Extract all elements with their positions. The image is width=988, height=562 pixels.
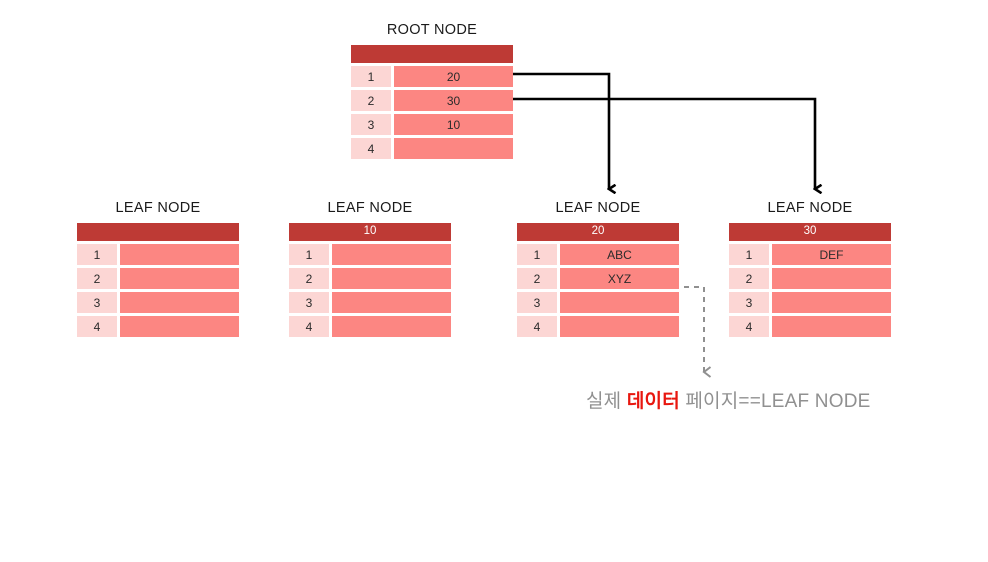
row-value (772, 268, 891, 289)
row-value: ABC (560, 244, 679, 265)
row-value (560, 292, 679, 313)
row-value: XYZ (560, 268, 679, 289)
table-row[interactable]: 2 30 (351, 90, 513, 111)
table-row[interactable]: 1 DEF (729, 244, 891, 265)
row-index: 1 (289, 244, 329, 265)
row-index: 4 (517, 316, 557, 337)
table-row[interactable]: 4 (77, 316, 239, 337)
row-index: 1 (729, 244, 769, 265)
table-row[interactable]: 2 (77, 268, 239, 289)
row-index: 3 (517, 292, 557, 313)
row-value (394, 138, 513, 159)
row-value: 20 (394, 66, 513, 87)
table-row[interactable]: 1 (77, 244, 239, 265)
caption: 실제 데이터 페이지==LEAF NODE (586, 386, 871, 413)
row-index: 1 (517, 244, 557, 265)
leaf-node-2-title: LEAF NODE (327, 200, 413, 216)
row-index: 4 (289, 316, 329, 337)
table-row[interactable]: 3 (77, 292, 239, 313)
table-row[interactable]: 1 (289, 244, 451, 265)
row-value (772, 316, 891, 337)
row-index: 4 (729, 316, 769, 337)
row-value (120, 292, 239, 313)
leaf-node-1: LEAF NODE 1 2 3 4 (77, 200, 239, 337)
caption-prefix: 실제 (586, 391, 627, 412)
row-value (120, 268, 239, 289)
table-row[interactable]: 2 XYZ (517, 268, 679, 289)
row-index: 3 (289, 292, 329, 313)
table-row[interactable]: 3 (289, 292, 451, 313)
table-row[interactable]: 3 10 (351, 114, 513, 135)
row-index: 2 (77, 268, 117, 289)
leaf-node-1-header (77, 223, 239, 241)
leaf-node-3-header: 20 (517, 223, 679, 241)
row-value: 10 (394, 114, 513, 135)
leaf-node-2: LEAF NODE 10 1 2 3 4 (289, 200, 451, 337)
root-node-header (351, 45, 513, 63)
row-index: 1 (351, 66, 391, 87)
row-index: 4 (351, 138, 391, 159)
row-value (332, 268, 451, 289)
row-index: 2 (517, 268, 557, 289)
row-value (332, 244, 451, 265)
leaf-node-3-title: LEAF NODE (555, 200, 641, 216)
row-value (120, 316, 239, 337)
row-value (120, 244, 239, 265)
table-row[interactable]: 1 ABC (517, 244, 679, 265)
row-index: 2 (351, 90, 391, 111)
leaf-node-4-title: LEAF NODE (767, 200, 853, 216)
row-index: 1 (77, 244, 117, 265)
table-row[interactable]: 4 (289, 316, 451, 337)
leaf-node-4-header: 30 (729, 223, 891, 241)
row-value: 30 (394, 90, 513, 111)
table-row[interactable]: 3 (729, 292, 891, 313)
caption-highlight: 데이터 (626, 391, 680, 412)
root-node: ROOT NODE 1 20 2 30 3 10 4 (351, 22, 513, 159)
leaf-node-2-header: 10 (289, 223, 451, 241)
leaf-node-3: LEAF NODE 20 1 ABC 2 XYZ 3 4 (517, 200, 679, 337)
connector-root-row2-to-leaf4 (493, 92, 815, 190)
row-index: 3 (729, 292, 769, 313)
table-row[interactable]: 1 20 (351, 66, 513, 87)
row-value: DEF (772, 244, 891, 265)
leaf-node-1-title: LEAF NODE (115, 200, 201, 216)
table-row[interactable]: 2 (289, 268, 451, 289)
table-row[interactable]: 2 (729, 268, 891, 289)
row-value (332, 292, 451, 313)
table-row[interactable]: 4 (517, 316, 679, 337)
leaf-node-4: LEAF NODE 30 1 DEF 2 3 4 (729, 200, 891, 337)
row-index: 3 (351, 114, 391, 135)
row-index: 2 (289, 268, 329, 289)
root-node-title: ROOT NODE (386, 22, 478, 38)
row-index: 4 (77, 316, 117, 337)
connector-leaf3-to-caption (684, 286, 712, 378)
table-row[interactable]: 4 (351, 138, 513, 159)
table-row[interactable]: 4 (729, 316, 891, 337)
row-value (772, 292, 891, 313)
row-value (332, 316, 451, 337)
row-index: 3 (77, 292, 117, 313)
caption-suffix: 페이지==LEAF NODE (679, 391, 871, 412)
table-row[interactable]: 3 (517, 292, 679, 313)
row-index: 2 (729, 268, 769, 289)
row-value (560, 316, 679, 337)
